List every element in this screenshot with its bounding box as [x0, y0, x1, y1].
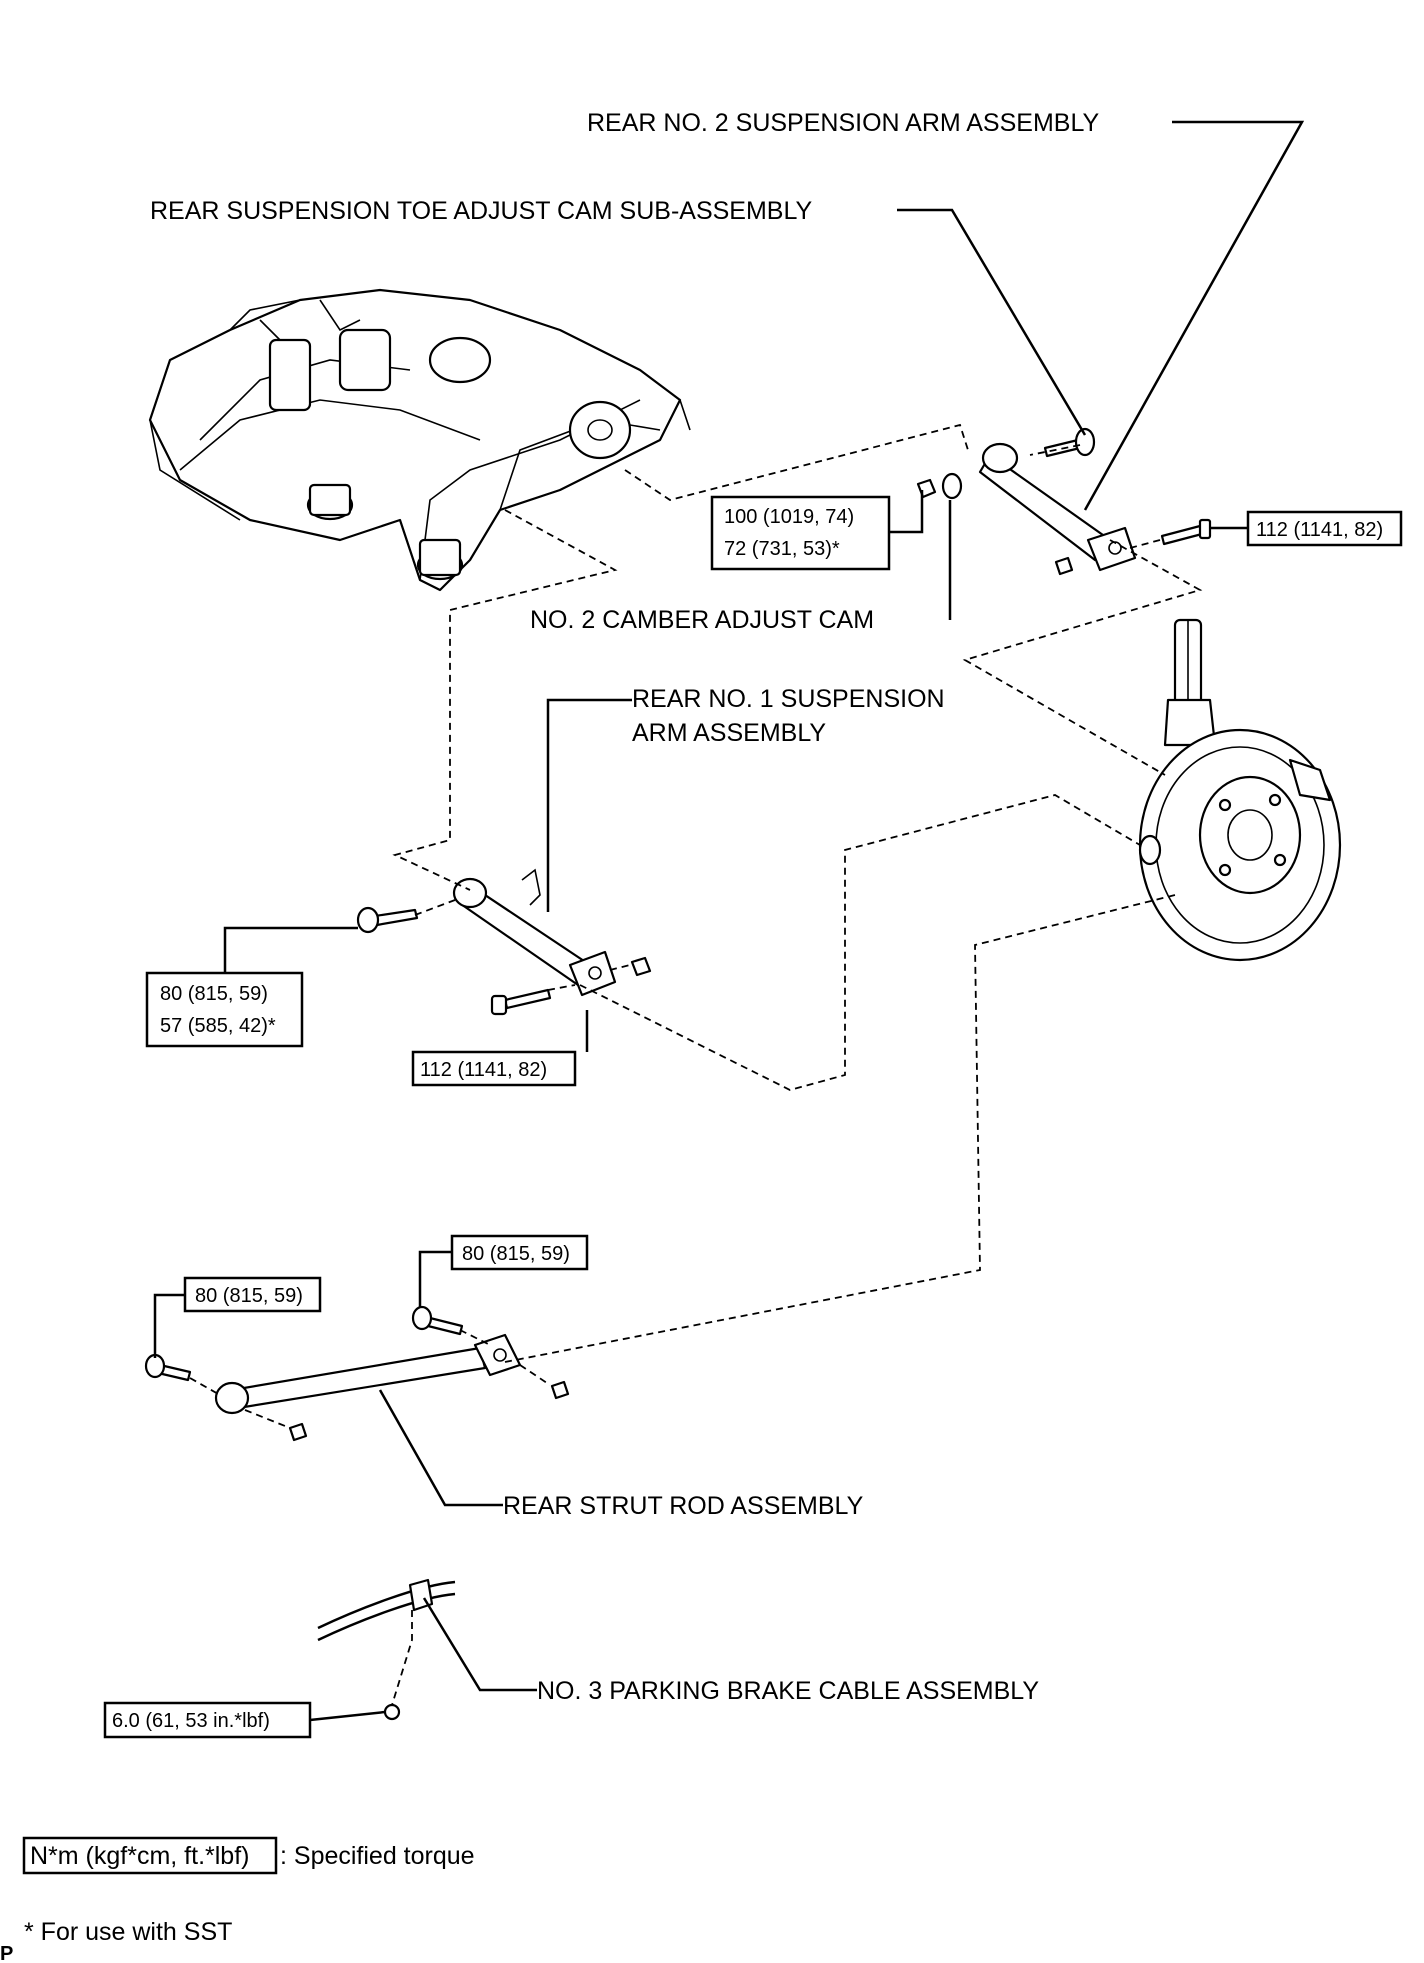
- torque-box-no2-arm-nut: [710, 495, 891, 571]
- assembly-dash-lines: [189, 423, 1203, 1706]
- torque-no2-arm-nut-line2: 72 (731, 53)*: [724, 538, 840, 560]
- label-parking-brake-cable: NO. 3 PARKING BRAKE CABLE ASSEMBLY: [537, 1677, 1039, 1705]
- label-camber-adjust-cam: NO. 2 CAMBER ADJUST CAM: [530, 606, 874, 634]
- leader-lines: [153, 120, 1305, 1722]
- rear-no2-arm-illustration: [916, 427, 1212, 576]
- rear-axle-carrier-illustration: [1138, 618, 1342, 962]
- label-rear-strut-rod: REAR STRUT ROD ASSEMBLY: [503, 1492, 864, 1520]
- torque-specs: 100 (1019, 74) 72 (731, 53)* 112 (1141, …: [103, 495, 1403, 1739]
- torque-no2-arm-nut-line1: 100 (1019, 74): [724, 506, 854, 528]
- torque-no1-arm-bolt-line1: 80 (815, 59): [160, 983, 268, 1005]
- legend-sst-note: * For use with SST: [24, 1918, 232, 1946]
- label-toe-adjust-cam: REAR SUSPENSION TOE ADJUST CAM SUB-ASSEM…: [150, 197, 813, 225]
- legend-unit-label: N*m (kgf*cm, ft.*lbf): [30, 1842, 249, 1870]
- parking-brake-cable-illustration: [317, 1578, 456, 1721]
- legend-unit-box: [22, 1836, 278, 1875]
- torque-box-no2-arm-bolt: [1246, 510, 1403, 547]
- torque-no1-arm-lower-bolt: 112 (1141, 82): [420, 1059, 547, 1081]
- torque-strut-left-bolt: 80 (815, 59): [195, 1285, 303, 1307]
- label-rear-no2-arm: REAR NO. 2 SUSPENSION ARM ASSEMBLY: [587, 109, 1100, 137]
- rear-strut-rod-illustration: [144, 1305, 570, 1442]
- torque-box-strut-left-bolt: [183, 1276, 322, 1313]
- torque-no1-arm-bolt-line2: 57 (585, 42)*: [160, 1015, 276, 1037]
- label-rear-no1-arm-line1: REAR NO. 1 SUSPENSION: [632, 685, 945, 713]
- rear-subframe-illustration: [148, 288, 691, 592]
- torque-box-no1-arm-lower-bolt: [411, 1050, 577, 1087]
- torque-no2-arm-bolt: 112 (1141, 82): [1256, 519, 1383, 541]
- torque-box-cable-bolt: [103, 1701, 312, 1739]
- torque-box-strut-upper-bolt: [450, 1234, 589, 1271]
- torque-cable-bolt: 6.0 (61, 53 in.*lbf): [112, 1710, 270, 1732]
- rear-no1-arm-illustration: [356, 868, 652, 1016]
- label-rear-no1-arm-line2: ARM ASSEMBLY: [632, 719, 826, 747]
- torque-strut-upper-bolt: 80 (815, 59): [462, 1243, 570, 1265]
- part-labels: REAR NO. 2 SUSPENSION ARM ASSEMBLY REAR …: [150, 109, 1100, 1705]
- legend-unit-description: : Specified torque: [280, 1842, 475, 1870]
- legend: N*m (kgf*cm, ft.*lbf) : Specified torque…: [0, 1836, 475, 1963]
- torque-box-no1-arm-bolt: [145, 971, 304, 1048]
- corner-mark: P: [0, 1943, 13, 1963]
